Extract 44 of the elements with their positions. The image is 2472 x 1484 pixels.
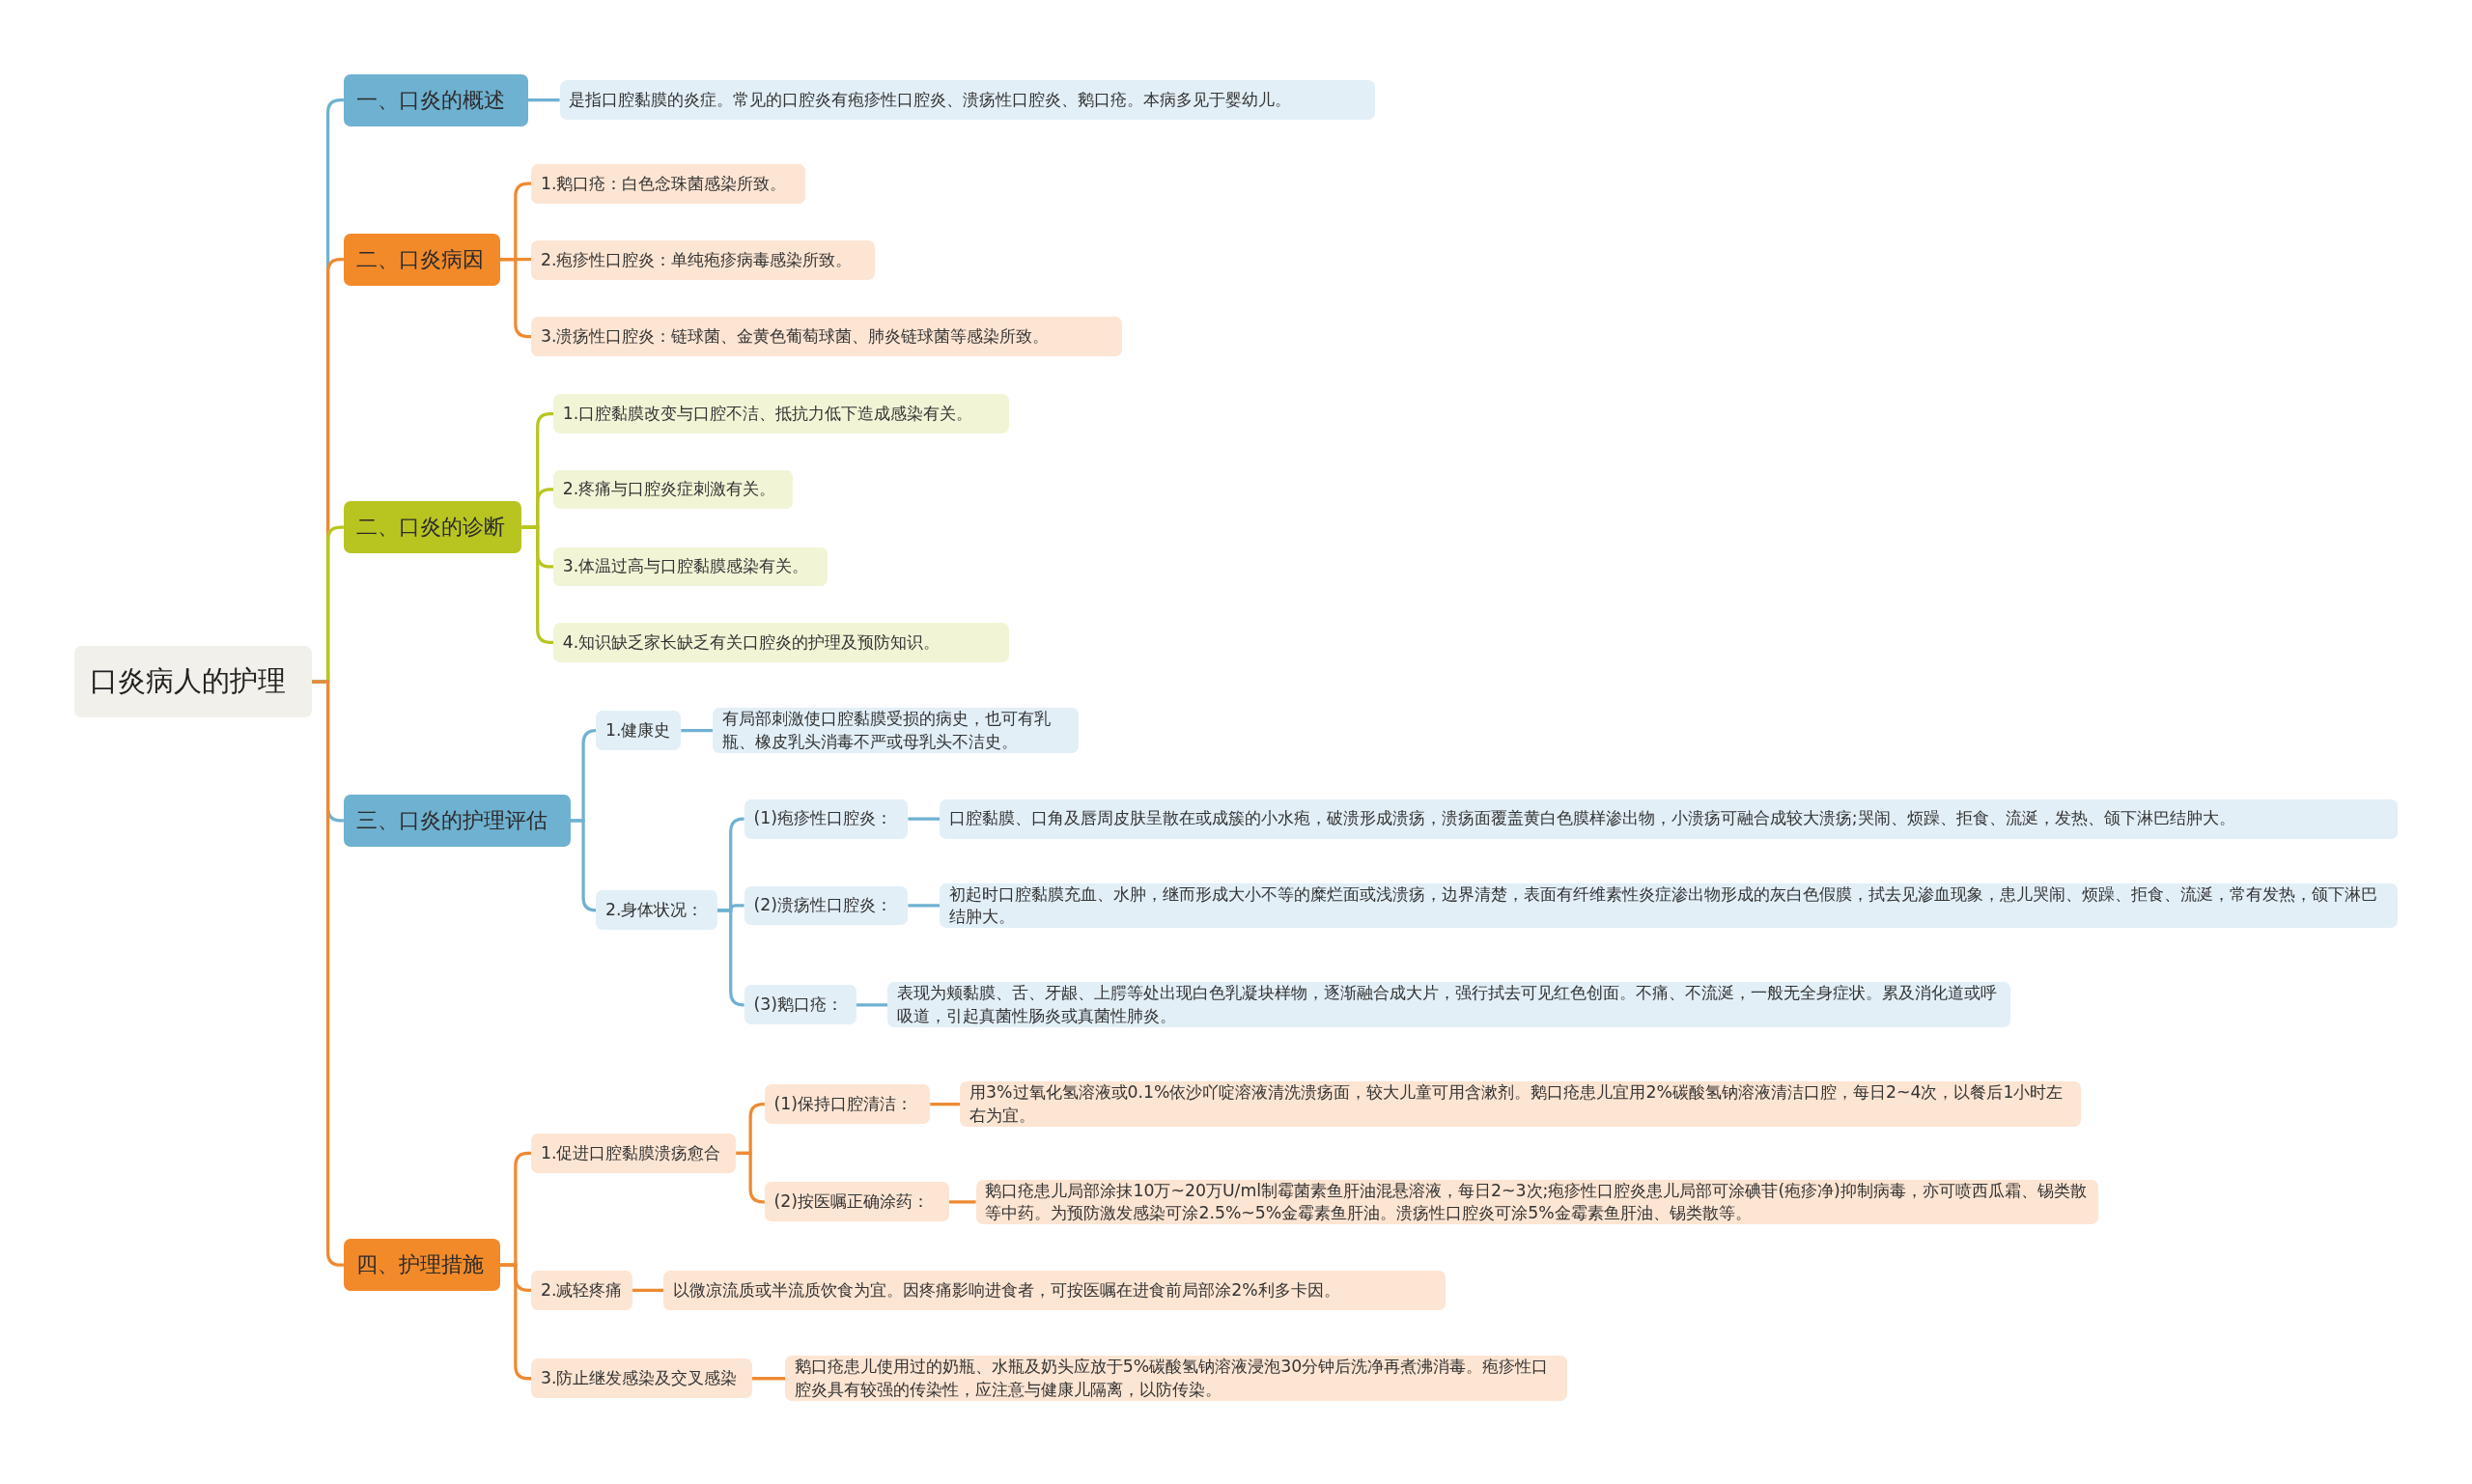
branch-topic: 二、口炎病因: [343, 233, 500, 286]
subtopic-box: 3.溃疡性口腔炎：链球菌、金黄色葡萄球菌、肺炎链球菌等感染所致。: [531, 317, 1123, 356]
subtopic-box: 4.知识缺乏家长缺乏有关口腔炎的护理及预防知识。: [553, 622, 1009, 662]
subtopic-box: 3.防止继发感染及交叉感染: [531, 1358, 752, 1399]
subtopic-box: 是指口腔黏膜的炎症。常见的口腔炎有疱疹性口腔炎、溃疡性口腔炎、鹅口疮。本病多见于婴幼儿。: [559, 80, 1375, 121]
subtopic-box: 以微凉流质或半流质饮食为宜。因疼痛影响进食者，可按医嘱在进食前局部涂2%利多卡因。: [663, 1270, 1447, 1310]
subtopic-box: 1.健康史: [596, 711, 682, 751]
subtopic-box: 用3%过氧化氢溶液或0.1%依沙吖啶溶液清洗溃疡面，较大儿童可用含漱剂。鹅口疮患儿宜用2%碳酸氢钠溶液清洁口腔，每日2~4次，以餐后1小时左右为宜。: [960, 1081, 2082, 1128]
subtopic-box: 2.疱疹性口腔炎：单纯疱疹病毒感染所致。: [531, 239, 876, 280]
subtopic-box: 初起时口腔黏膜充血、水肿，继而形成大小不等的糜烂面或浅溃疡，边界清楚，表面有纤维素性炎症渗出物形成的灰白色假膜，拭去见渗血现象，患儿哭闹、烦躁、拒食、流涎，常有发热，颌下淋巴结肿大。: [940, 882, 2399, 929]
connector-line: [527, 98, 560, 102]
branch-topic: 二、口炎的诊断: [343, 501, 522, 554]
subtopic-box: (2)按医嘱正确涂药：: [764, 1182, 949, 1222]
connector-line: [948, 1200, 976, 1204]
subtopic-box: 鹅口疮患儿局部涂抹10万~20万U/ml制霉菌素鱼肝油混悬溶液，每日2~3次;疱疹性口腔炎患儿局部可涂碘苷(疱疹净)抑制病毒，亦可喷西瓜霜、锡类散等中药。为预防激发感染可涂2.5%~5%金霉素鱼肝油。溃疡性口腔炎可涂5%金霉素鱼肝油、锡类散等。: [975, 1179, 2099, 1225]
connector-line: [908, 904, 941, 908]
connector-line: [930, 1103, 961, 1106]
subtopic-box: (3)鹅口疮：: [744, 985, 857, 1025]
central-topic: 口炎病人的护理: [73, 646, 313, 717]
subtopic-box: (1)疱疹性口腔炎：: [744, 798, 909, 839]
subtopic-box: (2)溃疡性口腔炎：: [744, 885, 909, 926]
connector-line: [571, 819, 598, 912]
subtopic-box: 口腔黏膜、口角及唇周皮肤呈散在或成簇的小水疱，破溃形成溃疡，溃疡面覆盖黄白色膜样渗出物，小溃疡可融合成较大溃疡;哭闹、烦躁、拒食、流涎，发热、颌下淋巴结肿大。: [940, 798, 2399, 839]
connector-line: [632, 1288, 664, 1292]
connector-line: [736, 1151, 765, 1204]
connector-line: [716, 909, 745, 1007]
subtopic-box: 1.促进口腔黏膜溃疡愈合: [531, 1133, 737, 1173]
branch-topic: 四、护理措施: [343, 1239, 500, 1292]
branch-topic: 三、口炎的护理评估: [343, 794, 571, 847]
subtopic-box: 鹅口疮患儿使用过的奶瓶、水瓶及奶头应放于5%碳酸氢钠溶液浸泡30分钟后洗净再煮沸消毒。疱疹性口腔炎具有较强的传染性，应注意与健康儿隔离，以防传染。: [785, 1356, 1567, 1402]
subtopic-box: 1.口腔黏膜改变与口腔不洁、抵抗力低下造成感染有关。: [553, 394, 1009, 434]
subtopic-box: (1)保持口腔清洁：: [764, 1084, 931, 1125]
subtopic-box: 3.体温过高与口腔黏膜感染有关。: [553, 546, 829, 587]
connector-line: [908, 817, 941, 821]
connector-line: [751, 1377, 786, 1381]
subtopic-box: 2.疼痛与口腔炎症刺激有关。: [553, 469, 794, 510]
connector-line: [856, 1003, 888, 1007]
subtopic-box: 有局部刺激使口腔黏膜受损的病史，也可有乳瓶、橡皮乳头消毒不严或母乳头不洁史。: [712, 708, 1079, 754]
subtopic-box: 表现为颊黏膜、舌、牙龈、上腭等处出现白色乳凝块样物，逐渐融合成大片，强行拭去可见红色创面。不痛、不流涎，一般无全身症状。累及消化道或呼吸道，引起真菌性肠炎或真菌性肺炎。: [887, 982, 2010, 1028]
subtopic-box: 1.鹅口疮：白色念珠菌感染所致。: [531, 163, 806, 204]
subtopic-box: 2.减轻疼痛: [531, 1270, 632, 1310]
branch-topic: 一、口炎的概述: [343, 73, 528, 126]
subtopic-box: 2.身体状况：: [596, 890, 717, 931]
connector-line: [681, 729, 713, 733]
